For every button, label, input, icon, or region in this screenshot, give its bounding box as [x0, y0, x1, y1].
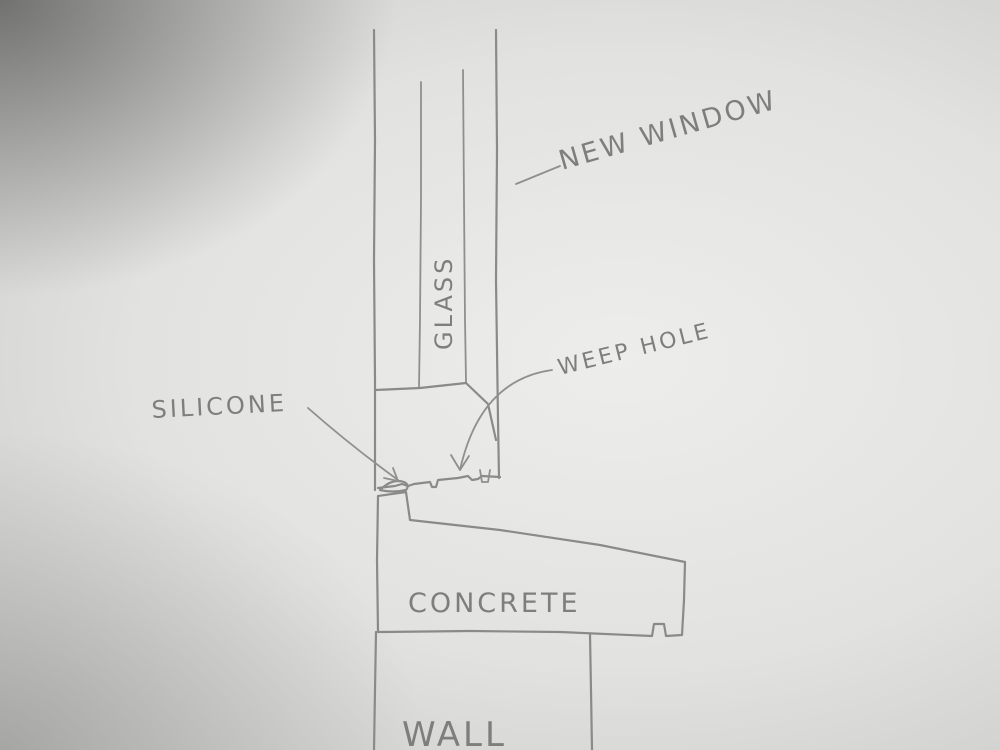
label-weep-hole: WEEP HOLE — [555, 319, 713, 381]
label-wall: WALL — [402, 715, 507, 750]
weep-hole-leader-arrow — [459, 369, 553, 471]
label-silicone: SILICONE — [151, 389, 288, 424]
window-rail-notch — [479, 469, 491, 483]
label-concrete: CONCRETE — [408, 588, 581, 619]
glass-pane-left-line — [418, 81, 422, 389]
silicone-arrowhead — [383, 467, 399, 482]
silicone-bead — [378, 479, 409, 493]
silicone-leader-arrow — [307, 407, 399, 481]
wall-right-line — [588, 632, 594, 750]
label-glass: GLASS — [430, 256, 458, 350]
window-frame-left-line — [372, 28, 377, 492]
window-frame-right-line — [494, 28, 501, 480]
window-rail-underside — [376, 474, 502, 490]
label-new-window: NEW WINDOW — [555, 85, 781, 177]
new-window-leader — [515, 165, 561, 185]
glass-pane-right-line — [462, 69, 467, 383]
window-bottom-rail — [373, 381, 498, 442]
concrete-sill-outline — [375, 490, 687, 638]
weep-hole-arrowhead — [450, 454, 470, 471]
wall-left-line — [372, 630, 378, 750]
